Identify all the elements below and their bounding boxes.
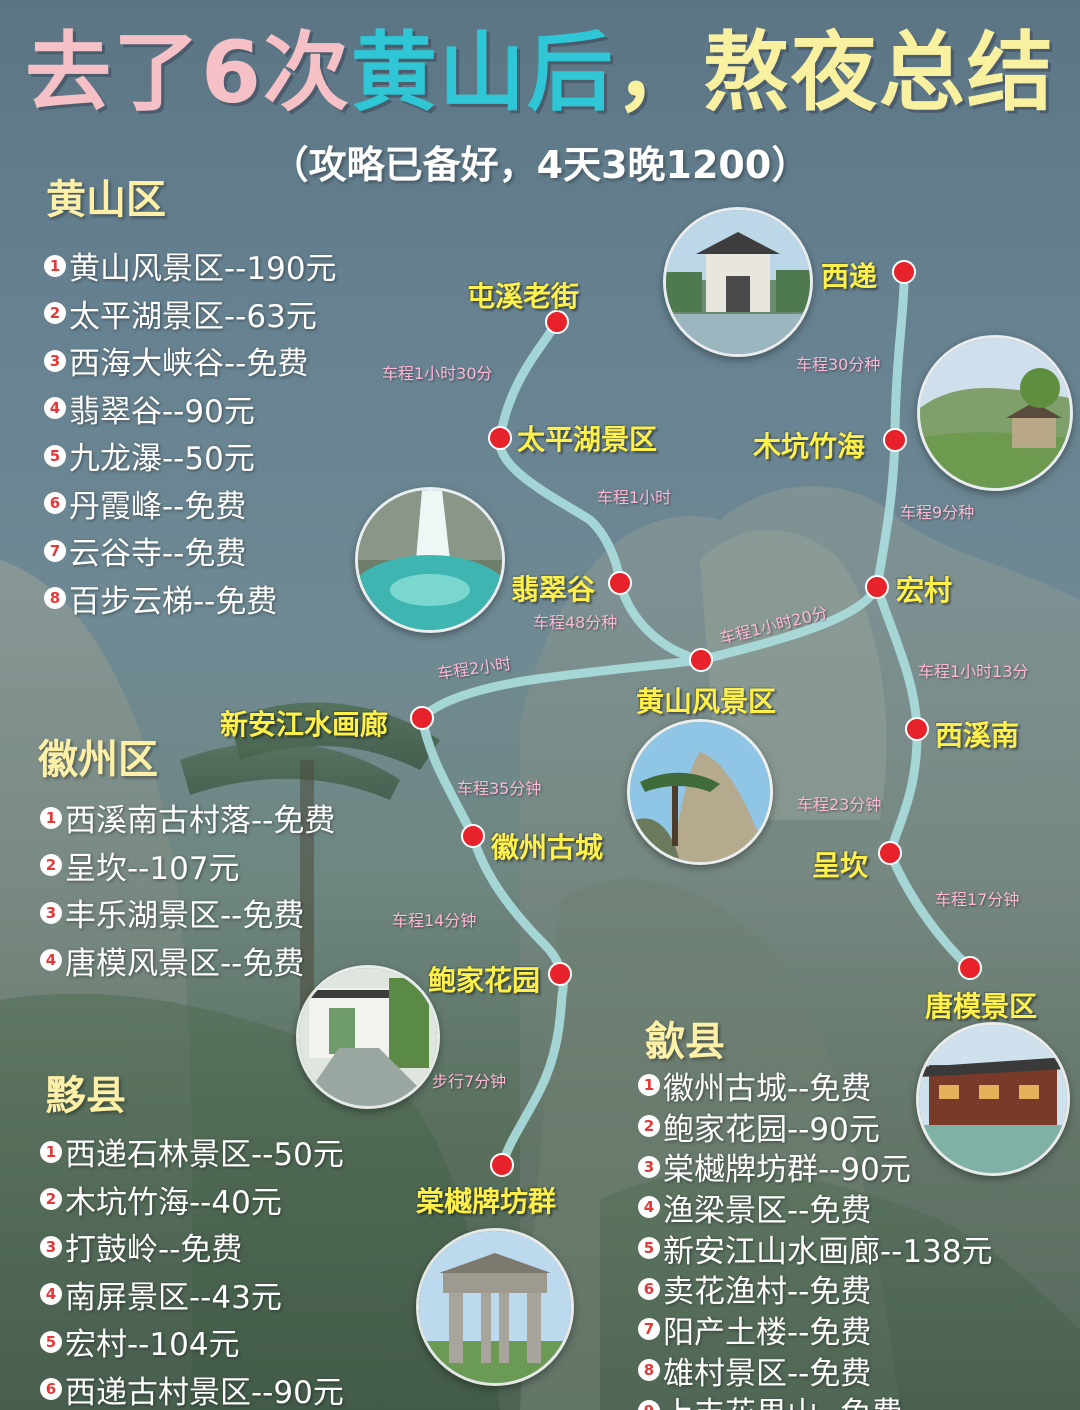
duration-label: 车程23分钟 [797,795,882,814]
stop-label-xidi: 西递 [821,260,878,293]
section-title-huizhou: 徽州区 [38,737,158,783]
stop-marker-feicui [608,571,632,595]
subtitle: （攻略已备好，4天3晚1200） [270,143,810,187]
duration-label: 车程48分种 [533,613,618,632]
photo-tangyue-arches [416,1228,574,1386]
duration-label: 车程35分钟 [457,779,542,798]
page-title: 去了6次黄山后，熬夜总结 [0,18,1080,128]
stop-marker-xidi [892,260,916,284]
stop-marker-xixinan [905,717,929,741]
duration-label: 步行7分钟 [432,1072,507,1091]
stop-label-xixinan: 西溪南 [935,719,1020,752]
stop-marker-huangshan [689,648,713,672]
stop-label-feicui: 翡翠谷 [511,573,596,606]
stop-label-tunxi: 屯溪老街 [467,280,580,313]
stop-marker-taiping [488,426,512,450]
section-title-yixian: 黟县 [46,1073,126,1119]
stop-marker-hongcun [865,575,889,599]
stop-label-huizhou: 徽州古城 [491,831,604,864]
route-line-east [696,267,975,973]
route-line-west [417,317,703,1170]
stop-marker-tangyue [490,1153,514,1177]
stop-marker-huizhou [461,824,485,848]
title-part-1: 去了6次 [25,23,351,123]
stop-label-tangmo: 唐模景区 [925,990,1038,1023]
duration-label: 车程30分种 [796,355,881,374]
duration-label: 车程1小时 [597,488,672,507]
stop-label-hongcun: 宏村 [896,574,953,607]
photo-mukeng-village [917,335,1073,491]
stop-marker-xinanjiang [410,706,434,730]
duration-label: 车程1小时13分 [918,662,1029,681]
section-title-huangshan: 黄山区 [46,177,166,223]
photo-feicui-waterfall [355,487,505,633]
stop-marker-tunxi [545,310,569,334]
stop-label-tangyue: 棠樾牌坊群 [416,1185,557,1218]
duration-label: 车程1小时30分 [382,364,493,383]
stop-marker-chengkan [878,841,902,865]
stop-label-xinanjiang: 新安江水画廊 [220,708,389,741]
stop-label-huangshan: 黄山风景区 [636,685,777,718]
stop-marker-mukeng [883,428,907,452]
stop-marker-tangmo [958,956,982,980]
title-part-2: 黄山后 [350,23,615,123]
stop-label-taiping: 太平湖景区 [517,423,658,456]
duration-label: 车程9分种 [900,503,975,522]
photo-shexian-town [916,1022,1070,1176]
title-part-3: ，熬夜总结 [614,23,1055,123]
section-title-shexian: 歙县 [645,1019,725,1065]
stop-marker-baojia [548,962,572,986]
photo-xidi-gate [663,207,813,357]
list-item: 9上丰花果山--免费 [638,1391,993,1410]
stop-label-chengkan: 呈坎 [812,849,869,882]
photo-baojia-garden [296,965,440,1109]
duration-label: 车程14分钟 [392,911,477,930]
stop-label-mukeng: 木坑竹海 [753,430,866,463]
photo-welcoming-pine [627,719,773,865]
stop-label-baojia: 鲍家花园 [428,964,541,997]
duration-label: 车程17分钟 [935,890,1020,909]
